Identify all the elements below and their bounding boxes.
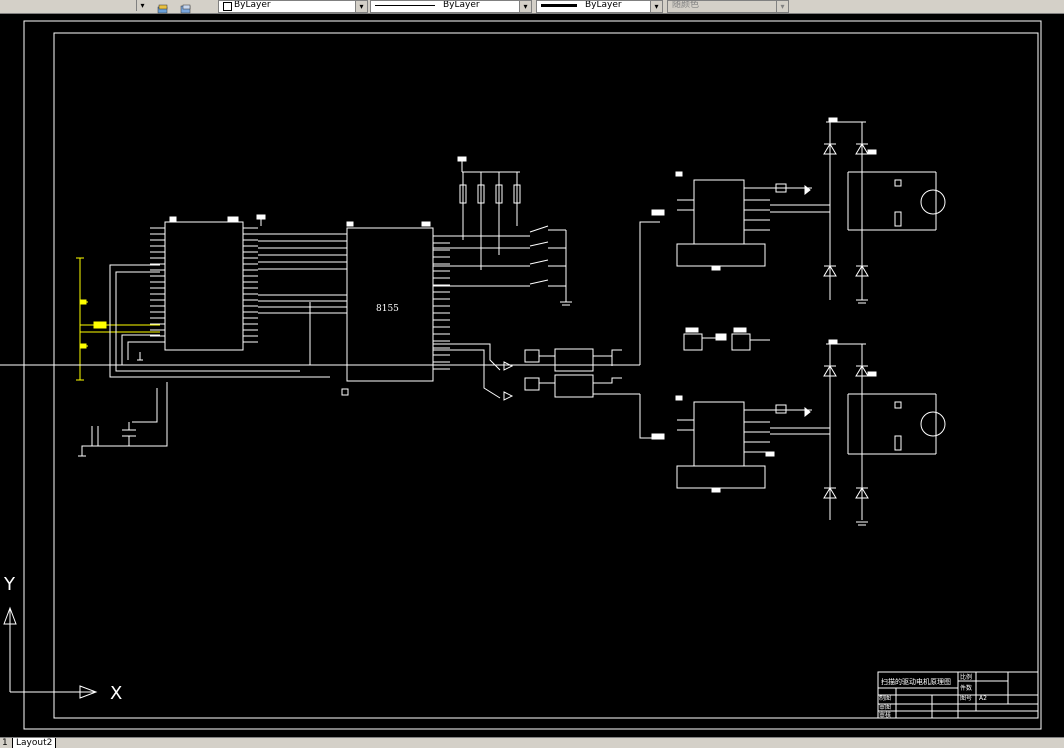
mcu-chip (164, 214, 266, 351)
key-switch-array (433, 156, 572, 306)
properties-toolbar: ▾ ByLayer ▾ ByLayer ▾ ByLayer ▾ 随颜色 ▾ (0, 0, 1064, 14)
reset-circuit (78, 382, 168, 457)
layer-combo-arrow[interactable]: ▾ (355, 1, 367, 12)
mcu-pins-right (243, 227, 258, 343)
lineweight-combo-arrow[interactable]: ▾ (650, 1, 662, 12)
small-components (683, 327, 770, 351)
motor-driver-top (651, 171, 812, 271)
title-field-drawing-no: 图号 (960, 695, 972, 702)
ucs-icon[interactable] (3, 606, 98, 699)
title-block-title: 扫描的驱动电机原理图 (881, 677, 951, 686)
chip-8155 (341, 221, 434, 396)
linetype-combo[interactable]: ByLayer ▾ (370, 0, 532, 13)
ucs-x-label: X (110, 683, 122, 704)
optocoupler-1 (0, 348, 640, 372)
layer-state-icon[interactable] (157, 0, 169, 14)
layout-tab-bar: 1 Layout2 (0, 737, 1064, 748)
layer-dropdown-arrow[interactable]: ▾ (136, 0, 148, 11)
optocoupler-2 (503, 374, 640, 401)
mcu-pins-left (150, 227, 165, 343)
motor-driver-bottom (651, 395, 812, 493)
linetype-combo-arrow[interactable]: ▾ (519, 1, 531, 12)
chip-8155-label: 8155 (376, 304, 399, 314)
linetype-combo-value: ByLayer (443, 0, 480, 10)
crystal-circuit (76, 257, 160, 381)
color-swatch-icon (223, 2, 232, 11)
title-block (877, 671, 1039, 719)
title-field-count: 件数 (960, 684, 972, 692)
plotstyle-combo-arrow[interactable]: ▾ (776, 1, 788, 12)
paper-outer-border (23, 20, 1042, 730)
drawing-frame-border (53, 32, 1039, 719)
address-bus (258, 233, 347, 314)
title-field-scale: 比例 (960, 673, 972, 681)
lineweight-combo-value: ByLayer (585, 0, 622, 10)
lineweight-combo[interactable]: ByLayer ▾ (536, 0, 663, 13)
layer-combo[interactable]: ByLayer ▾ (218, 0, 368, 13)
layer-previous-icon[interactable] (180, 0, 192, 14)
tab-scroll-label[interactable]: 1 (2, 738, 8, 748)
title-row-1: 制图 (879, 694, 891, 702)
schematic-drawing: 8155 (0, 20, 1042, 730)
drawing-canvas[interactable]: 8155 (0, 14, 1064, 737)
chip-8155-pins (433, 235, 450, 370)
lineweight-preview-icon (541, 4, 577, 7)
layer-combo-value: ByLayer (234, 0, 271, 10)
tab-layout2[interactable]: Layout2 (12, 738, 57, 748)
title-row-3: 审核 (879, 711, 891, 719)
ucs-y-label: Y (3, 574, 16, 595)
plotstyle-combo[interactable]: 随颜色 ▾ (667, 0, 789, 13)
plotstyle-combo-value: 随颜色 (672, 0, 700, 10)
linetype-preview-icon (375, 5, 435, 6)
h-bridge-top (770, 117, 946, 304)
title-row-2: 审图 (879, 703, 891, 711)
title-sheet-value: A2 (979, 695, 987, 702)
h-bridge-bottom (770, 339, 946, 526)
